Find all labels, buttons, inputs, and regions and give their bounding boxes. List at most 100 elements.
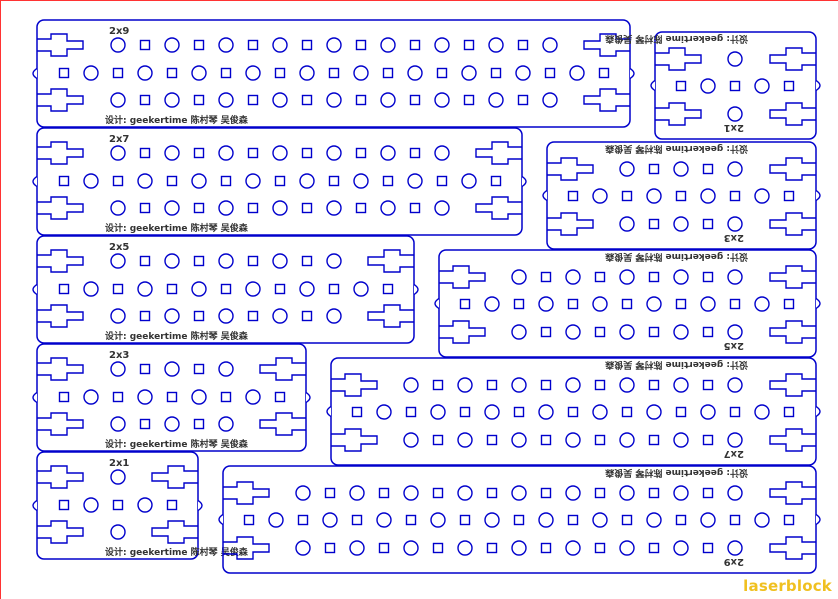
hole-square xyxy=(382,67,394,79)
hole-round xyxy=(403,540,419,556)
hole-square xyxy=(513,406,525,418)
hole-round xyxy=(110,416,126,432)
hole-round xyxy=(727,324,743,340)
hole-round xyxy=(110,253,126,269)
hole-round xyxy=(110,524,126,540)
hole-round xyxy=(700,512,716,528)
plate-credit-label: 设计: geekertime 陈村琴 吴俊森 xyxy=(604,467,748,479)
hole-square xyxy=(297,514,309,526)
hole-round xyxy=(592,296,608,312)
hole-round xyxy=(164,200,180,216)
hole-square xyxy=(648,271,660,283)
side-notch xyxy=(434,297,440,310)
hole-round xyxy=(403,485,419,501)
hole-round xyxy=(326,308,342,324)
connector-tab xyxy=(223,536,270,560)
hole-round xyxy=(511,324,527,340)
hole-square xyxy=(783,190,795,202)
hole-round xyxy=(511,485,527,501)
hole-round xyxy=(380,145,396,161)
hole-round xyxy=(565,432,581,448)
hole-round xyxy=(727,161,743,177)
hole-round xyxy=(511,377,527,393)
hole-round xyxy=(326,37,342,53)
hole-square xyxy=(648,487,660,499)
hole-square xyxy=(432,434,444,446)
hole-square xyxy=(432,487,444,499)
hole-round xyxy=(245,389,261,405)
hole-round xyxy=(727,51,743,67)
hole-round xyxy=(646,512,662,528)
hole-round xyxy=(272,92,288,108)
plate-credit-label: 设计: geekertime 陈村琴 吴俊森 xyxy=(105,438,249,450)
hole-round xyxy=(569,65,585,81)
hole-square xyxy=(567,298,579,310)
hole-round xyxy=(484,512,500,528)
hole-round xyxy=(110,200,126,216)
hole-round xyxy=(295,485,311,501)
hole-square xyxy=(193,94,205,106)
hole-square xyxy=(139,363,151,375)
hole-round xyxy=(218,416,234,432)
hole-round xyxy=(619,161,635,177)
hole-square xyxy=(193,147,205,159)
hole-round xyxy=(538,404,554,420)
hole-square xyxy=(432,542,444,554)
hole-round xyxy=(619,485,635,501)
hole-square xyxy=(540,434,552,446)
hole-round xyxy=(511,540,527,556)
hole-round xyxy=(727,485,743,501)
hole-square xyxy=(729,406,741,418)
hole-round xyxy=(164,37,180,53)
hole-square xyxy=(594,487,606,499)
hole-round xyxy=(326,92,342,108)
hole-square xyxy=(540,487,552,499)
hole-square xyxy=(166,175,178,187)
connector-tab xyxy=(331,373,378,397)
connector-tab xyxy=(769,265,816,289)
hole-round xyxy=(380,200,396,216)
hole-round xyxy=(727,269,743,285)
hole-round xyxy=(245,173,261,189)
hole-square xyxy=(517,94,529,106)
hole-square xyxy=(355,94,367,106)
hole-round xyxy=(326,253,342,269)
connector-tab xyxy=(37,520,84,544)
hole-round xyxy=(515,65,531,81)
hole-round xyxy=(164,416,180,432)
hole-square xyxy=(540,271,552,283)
hole-square xyxy=(166,499,178,511)
hole-square xyxy=(648,326,660,338)
hole-square xyxy=(139,94,151,106)
hole-square xyxy=(220,67,232,79)
hole-round xyxy=(218,92,234,108)
hole-round xyxy=(727,432,743,448)
hole-round xyxy=(326,145,342,161)
hole-square xyxy=(301,147,313,159)
hole-round xyxy=(457,377,473,393)
hole-round xyxy=(376,512,392,528)
hole-square xyxy=(112,499,124,511)
hole-round xyxy=(673,432,689,448)
connector-tab xyxy=(37,196,84,220)
hole-round xyxy=(191,389,207,405)
hole-round xyxy=(619,377,635,393)
hole-square xyxy=(783,514,795,526)
hole-round xyxy=(488,37,504,53)
hole-square xyxy=(351,406,363,418)
hole-round xyxy=(592,188,608,204)
plate-size-label: 2x7 xyxy=(109,134,129,145)
hole-round xyxy=(434,92,450,108)
hole-round xyxy=(434,200,450,216)
hole-square xyxy=(702,271,714,283)
hole-square xyxy=(355,39,367,51)
hole-round xyxy=(754,78,770,94)
hole-round xyxy=(137,497,153,513)
hole-round xyxy=(538,296,554,312)
side-notch xyxy=(32,499,38,512)
hole-round xyxy=(245,281,261,297)
hole-round xyxy=(673,216,689,232)
